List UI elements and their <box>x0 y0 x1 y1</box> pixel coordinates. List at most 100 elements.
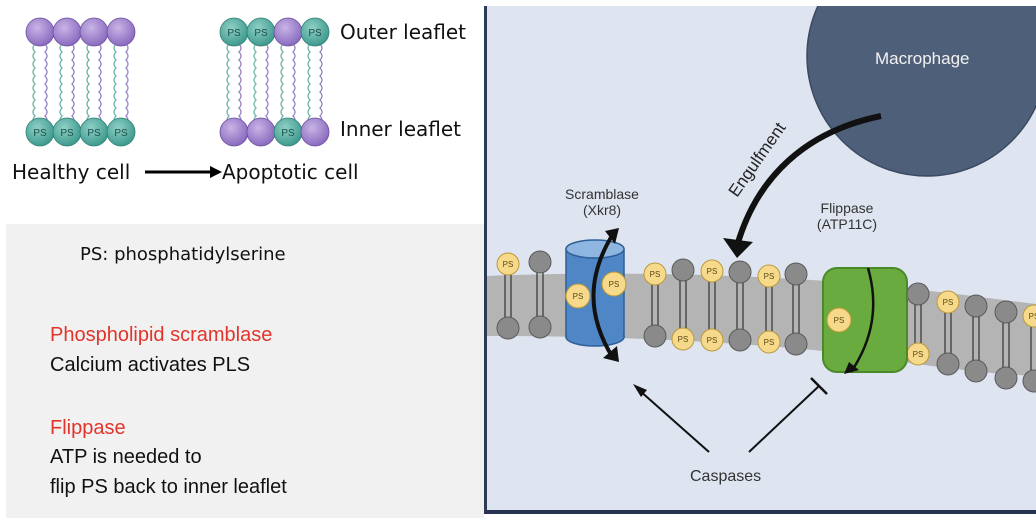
healthy-cell-label: Healthy cell <box>12 160 131 184</box>
flippase-description-line-1: ATP is needed to <box>50 446 202 468</box>
notes-panel: PS: phosphatidylserine Phospholipid scra… <box>6 224 484 518</box>
ps-head <box>700 259 724 283</box>
lipid-head <box>671 258 695 282</box>
lipid-head <box>528 250 552 274</box>
ps-head-label: PS <box>114 128 128 139</box>
lipid-tail <box>238 43 242 125</box>
scramblase-description: Calcium activates PLS <box>50 354 251 376</box>
outer-leaflet-label: Outer leaflet <box>340 20 467 44</box>
ps-head-label: PS <box>764 338 775 347</box>
ps-definition: PS: phosphatidylserine <box>80 244 286 265</box>
scramblase-label: Scramblase (Xkr8) <box>547 186 657 218</box>
ps-head <box>936 290 960 314</box>
scramblase-gene: (Xkr8) <box>582 202 622 218</box>
lipid-tail <box>71 43 75 125</box>
lipid-head <box>528 315 552 339</box>
ps-head <box>601 271 627 297</box>
ps-head-label: PS <box>913 350 924 359</box>
lipid-tail <box>307 43 311 125</box>
lipid-head <box>273 17 303 47</box>
caspase-activation-arrow-icon <box>633 384 710 453</box>
lipid-head <box>52 17 82 47</box>
flippase-description-line-2: flip PS back to inner leaflet <box>50 476 287 498</box>
apoptotic-cell-label: Apoptotic cell <box>222 160 359 184</box>
lipid-head <box>994 366 1018 390</box>
ps-head-label: PS <box>503 260 514 269</box>
lipid-tail <box>280 43 284 125</box>
embedded-ps-heads: PS PS PS <box>565 271 852 333</box>
scramblase-bidirectional-arrow-icon <box>591 228 619 362</box>
ps-head-label: PS <box>650 270 661 279</box>
lipid-head <box>936 352 960 376</box>
lipid-head <box>964 359 988 383</box>
apoptotic-bilayer: PS PS PS PS <box>219 17 330 147</box>
caspase-inhibition-arrow-icon <box>748 377 828 453</box>
engulfment-label: Engulfment <box>725 119 790 201</box>
lipid-tail <box>113 43 117 125</box>
lipid-tail <box>98 43 102 125</box>
ps-head-label: PS <box>573 292 584 301</box>
ps-head-label: PS <box>308 28 322 39</box>
inner-leaflet-label: Inner leaflet <box>340 117 461 141</box>
lipid-head <box>300 117 330 147</box>
lipid-tail <box>32 43 36 125</box>
lipid-head <box>1022 369 1036 393</box>
ps-head-label: PS <box>609 280 620 289</box>
lipid-head <box>643 324 667 348</box>
ps-head-label: PS <box>707 267 718 276</box>
flippase-label: Flippase (ATP11C) <box>797 200 897 232</box>
macrophage-label: Macrophage <box>875 49 970 68</box>
ps-head <box>671 327 695 351</box>
lipid-tail <box>292 43 296 125</box>
ps-head-label: PS <box>707 336 718 345</box>
flippase-arrow-icon <box>844 267 875 374</box>
lipid-head <box>728 328 752 352</box>
ps-head-label: PS <box>678 335 689 344</box>
lipid-tail <box>265 43 269 125</box>
engulfment-arrow-icon <box>723 113 882 258</box>
lipid-tail <box>44 43 48 125</box>
ps-head <box>826 307 852 333</box>
ps-head-label: PS <box>227 28 241 39</box>
scramblase-name: Scramblase <box>565 186 639 202</box>
lipid-head <box>906 282 930 306</box>
lipid-head <box>964 294 988 318</box>
lipid-head <box>79 17 109 47</box>
lipid-head <box>994 300 1018 324</box>
ps-head-label: PS <box>1029 312 1036 321</box>
ps-head-label: PS <box>33 128 47 139</box>
flippase-gene: (ATP11C) <box>816 216 878 232</box>
bilayer-illustration: PS PS PS PS PS PS PS PS <box>25 17 330 178</box>
ps-head-label: PS <box>281 128 295 139</box>
lipid-tail <box>226 43 230 125</box>
ps-head-label: PS <box>943 298 954 307</box>
lipid-head <box>25 17 55 47</box>
ps-head <box>496 252 520 276</box>
ps-head <box>700 328 724 352</box>
caspases-label: Caspases <box>690 468 762 485</box>
lipid-tail <box>125 43 129 125</box>
flippase-heading: Flippase <box>50 417 126 439</box>
lipid-tail <box>319 43 323 125</box>
ps-head <box>1022 304 1036 328</box>
scramblase-heading: Phospholipid scramblase <box>50 324 273 346</box>
ps-head <box>757 264 781 288</box>
lipid-tail <box>86 43 90 125</box>
lipid-head <box>728 260 752 284</box>
lipid-tail <box>59 43 63 125</box>
ps-head <box>757 330 781 354</box>
ps-head <box>565 283 591 309</box>
lipid-tail <box>253 43 257 125</box>
lipid-head <box>219 117 249 147</box>
flippase-name: Flippase <box>820 200 874 216</box>
ps-head-label: PS <box>254 28 268 39</box>
ps-head-label: PS <box>87 128 101 139</box>
bilayer-panel: PS PS PS PS PS PS PS PS Outer leaflet Inner le… <box>0 0 484 222</box>
lipid-head <box>106 17 136 47</box>
lipid-head <box>784 332 808 356</box>
ps-head <box>300 17 330 47</box>
lipid-head <box>496 316 520 340</box>
